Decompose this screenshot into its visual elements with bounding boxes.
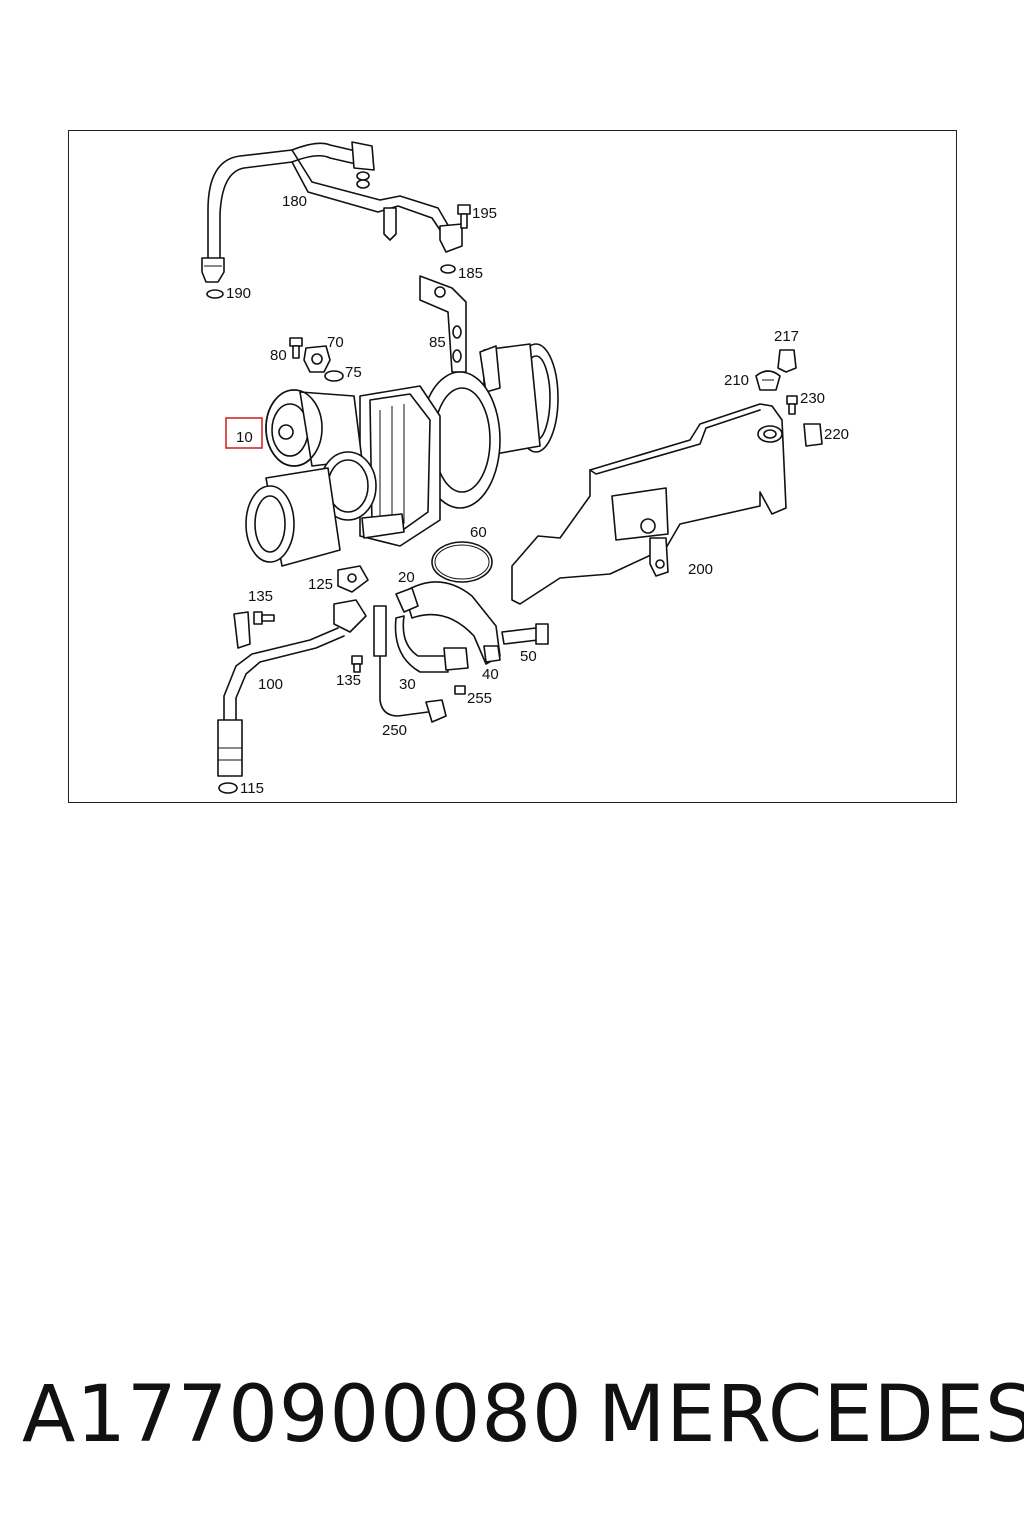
callout-230: 230 xyxy=(800,390,825,407)
screw-135-upper xyxy=(253,611,275,625)
callout-125: 125 xyxy=(308,576,333,593)
callout-115: 115 xyxy=(240,780,264,797)
brand-name: MERCEDES xyxy=(598,1370,1024,1460)
callout-190: 190 xyxy=(226,285,251,302)
callout-195: 195 xyxy=(472,205,497,222)
footer: A1770900080 MERCEDES xyxy=(0,1370,1024,1470)
callout-75: 75 xyxy=(345,364,362,381)
seal-ring-60 xyxy=(431,541,493,583)
part-number: A1770900080 xyxy=(22,1370,583,1460)
callout-135-lower: 135 xyxy=(336,672,361,689)
screw-80 xyxy=(289,337,303,359)
seal-ring-75 xyxy=(324,370,344,382)
oil-feed-line-180 xyxy=(201,141,463,283)
bracket-85 xyxy=(419,275,467,373)
seal-ring-115 xyxy=(218,782,238,794)
line-250 xyxy=(373,605,447,723)
clip-217 xyxy=(777,349,797,373)
callout-250: 250 xyxy=(382,722,407,739)
turbocharger-10 xyxy=(245,343,559,567)
clip-220 xyxy=(803,423,823,447)
callout-40: 40 xyxy=(482,666,499,683)
callout-80: 80 xyxy=(270,347,287,364)
callout-217: 217 xyxy=(774,328,799,345)
callout-200: 200 xyxy=(688,561,713,578)
fitting-70 xyxy=(303,345,331,373)
callout-135-upper: 135 xyxy=(248,588,273,605)
screw-135-lower xyxy=(351,655,363,673)
oil-return-line-100 xyxy=(217,599,367,777)
screw-195 xyxy=(457,204,471,229)
callout-30: 30 xyxy=(399,676,416,693)
nut-210 xyxy=(755,370,781,391)
callout-50: 50 xyxy=(520,648,537,665)
callout-60: 60 xyxy=(470,524,487,541)
screw-255 xyxy=(454,685,466,695)
callout-10: 10 xyxy=(236,429,253,446)
callout-180: 180 xyxy=(282,193,307,210)
seal-ring-190 xyxy=(206,289,224,299)
callout-highlight-box xyxy=(225,417,263,449)
heat-shield-200 xyxy=(511,403,787,605)
callout-70: 70 xyxy=(327,334,344,351)
screw-230 xyxy=(786,395,798,415)
callout-185: 185 xyxy=(458,265,483,282)
callout-85: 85 xyxy=(429,334,446,351)
callout-210: 210 xyxy=(724,372,749,389)
diagram-frame xyxy=(68,130,957,803)
bolt-50 xyxy=(501,623,549,645)
clamp-30 xyxy=(394,615,469,673)
nut-40 xyxy=(483,645,501,663)
callout-20: 20 xyxy=(398,569,415,586)
grommet-heatshield xyxy=(757,425,783,443)
gasket-125 xyxy=(337,565,369,593)
seal-ring-185 xyxy=(440,264,456,274)
callout-220: 220 xyxy=(824,426,849,443)
callout-100: 100 xyxy=(258,676,283,693)
callout-255: 255 xyxy=(467,690,492,707)
